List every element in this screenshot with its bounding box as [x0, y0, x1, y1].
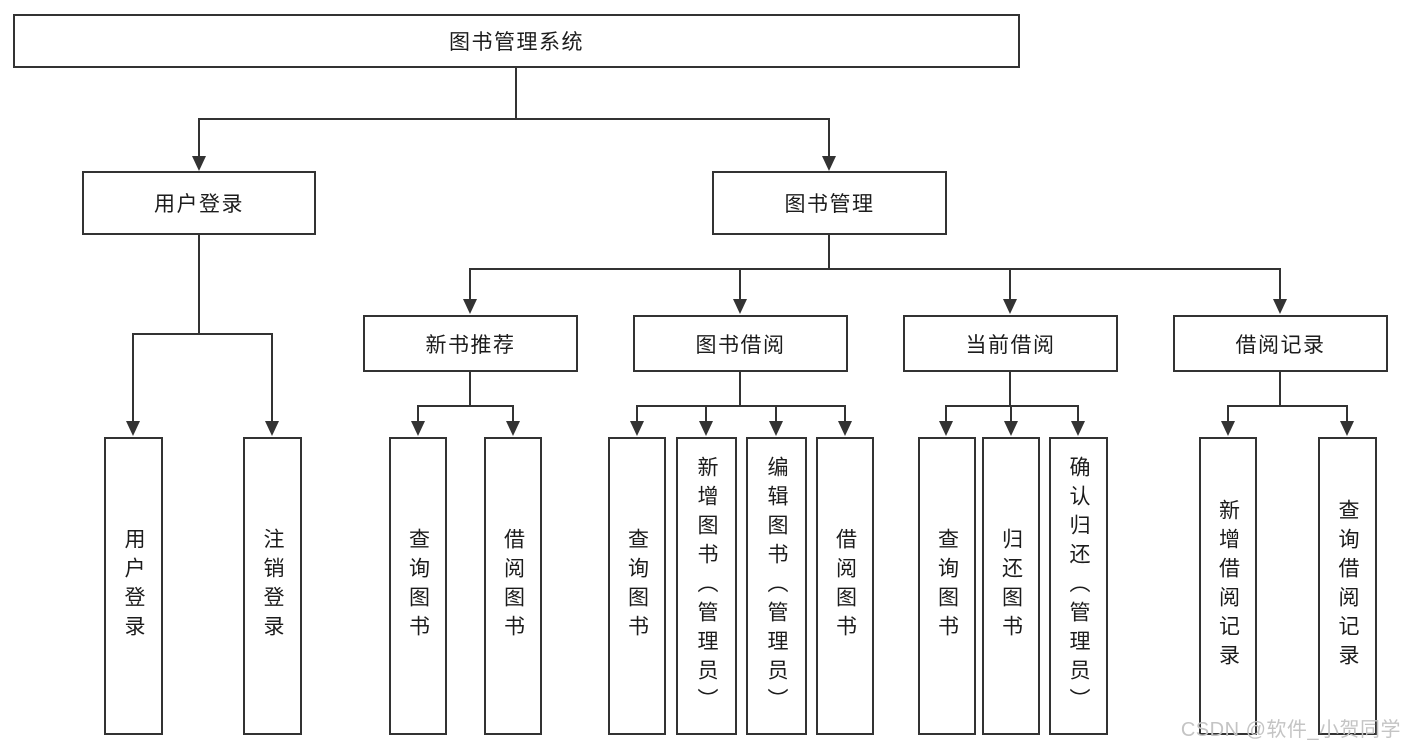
connector-line	[417, 405, 419, 422]
connector-line	[515, 68, 517, 120]
arrow-down-icon	[822, 156, 836, 171]
connector-line	[1009, 372, 1011, 407]
node-label: 用户登录	[154, 193, 244, 216]
arrow-down-icon	[1340, 421, 1354, 436]
arrow-down-icon	[265, 421, 279, 436]
arrow-down-icon	[1221, 421, 1235, 436]
arrow-down-icon	[838, 421, 852, 436]
connector-line	[198, 118, 830, 120]
leaf-query-borrow-record: 查询借阅记录	[1318, 437, 1377, 735]
connector-line	[469, 372, 471, 407]
arrow-down-icon	[192, 156, 206, 171]
arrow-down-icon	[630, 421, 644, 436]
leaf-user-login: 用户登录	[104, 437, 163, 735]
connector-line	[271, 333, 273, 422]
connector-line	[775, 405, 777, 422]
arrow-down-icon	[699, 421, 713, 436]
node-label: 图书管理系统	[449, 31, 584, 54]
node-book-management: 图书管理	[712, 171, 947, 235]
arrow-down-icon	[463, 299, 477, 314]
leaf-query-book: 查询图书	[918, 437, 976, 735]
arrow-down-icon	[126, 421, 140, 436]
connector-line	[739, 372, 741, 407]
node-book-borrow: 图书借阅	[633, 315, 848, 372]
node-library-management-system: 图书管理系统	[13, 14, 1020, 68]
leaf-add-book-admin: 新增图书（管理员）	[676, 437, 737, 735]
leaf-logout: 注销登录	[243, 437, 302, 735]
connector-line	[828, 118, 830, 157]
leaf-label: 新增图书（管理员）	[695, 455, 719, 717]
leaf-label: 查询借阅记录	[1336, 499, 1360, 673]
node-label: 借阅记录	[1235, 333, 1326, 357]
leaf-label: 查询图书	[935, 528, 959, 644]
arrow-down-icon	[411, 421, 425, 436]
arrow-down-icon	[1071, 421, 1085, 436]
connector-line	[417, 405, 514, 407]
connector-line	[469, 268, 471, 300]
leaf-label: 注销登录	[261, 528, 285, 644]
leaf-confirm-return-admin: 确认归还（管理员）	[1049, 437, 1108, 735]
node-label: 新书推荐	[425, 333, 516, 357]
leaf-add-borrow-record: 新增借阅记录	[1199, 437, 1257, 735]
node-borrow-records: 借阅记录	[1173, 315, 1388, 372]
node-label: 图书借阅	[695, 333, 786, 357]
connector-line	[1279, 268, 1281, 300]
connector-line	[705, 405, 707, 422]
node-current-borrow: 当前借阅	[903, 315, 1118, 372]
leaf-label: 新增借阅记录	[1216, 499, 1240, 673]
connector-line	[198, 235, 200, 335]
node-label: 当前借阅	[965, 333, 1056, 357]
node-new-book-recommend: 新书推荐	[363, 315, 578, 372]
leaf-label: 归还图书	[999, 528, 1023, 644]
leaf-label: 查询图书	[406, 528, 430, 644]
leaf-return-book: 归还图书	[982, 437, 1040, 735]
leaf-label: 查询图书	[625, 528, 649, 644]
leaf-label: 确认归还（管理员）	[1067, 455, 1091, 717]
connector-line	[945, 405, 947, 422]
connector-line	[1227, 405, 1348, 407]
connector-line	[1077, 405, 1079, 422]
connector-line	[945, 405, 1079, 407]
leaf-query-book: 查询图书	[389, 437, 447, 735]
connector-line	[198, 118, 200, 157]
arrow-down-icon	[1273, 299, 1287, 314]
leaf-query-book: 查询图书	[608, 437, 666, 735]
connector-line	[132, 333, 273, 335]
connector-line	[1279, 372, 1281, 407]
node-user-login: 用户登录	[82, 171, 316, 235]
connector-line	[828, 235, 830, 270]
connector-line	[636, 405, 846, 407]
connector-line	[1009, 268, 1011, 300]
arrow-down-icon	[733, 299, 747, 314]
connector-line	[1346, 405, 1348, 422]
connector-line	[132, 333, 134, 422]
connector-line	[844, 405, 846, 422]
watermark-text: CSDN @软件_小贺同学	[1180, 719, 1401, 741]
connector-line	[636, 405, 638, 422]
connector-line	[512, 405, 514, 422]
connector-line	[739, 268, 741, 300]
leaf-label: 借阅图书	[501, 528, 525, 644]
arrow-down-icon	[1003, 299, 1017, 314]
leaf-borrow-book: 借阅图书	[816, 437, 874, 735]
connector-line	[469, 268, 1281, 270]
leaf-borrow-book: 借阅图书	[484, 437, 542, 735]
arrow-down-icon	[506, 421, 520, 436]
connector-line	[1227, 405, 1229, 422]
leaf-label: 借阅图书	[833, 528, 857, 644]
arrow-down-icon	[769, 421, 783, 436]
leaf-label: 用户登录	[122, 528, 146, 644]
leaf-label: 编辑图书（管理员）	[765, 455, 789, 717]
leaf-edit-book-admin: 编辑图书（管理员）	[746, 437, 807, 735]
arrow-down-icon	[939, 421, 953, 436]
connector-line	[1010, 405, 1012, 422]
arrow-down-icon	[1004, 421, 1018, 436]
node-label: 图书管理	[784, 193, 875, 216]
